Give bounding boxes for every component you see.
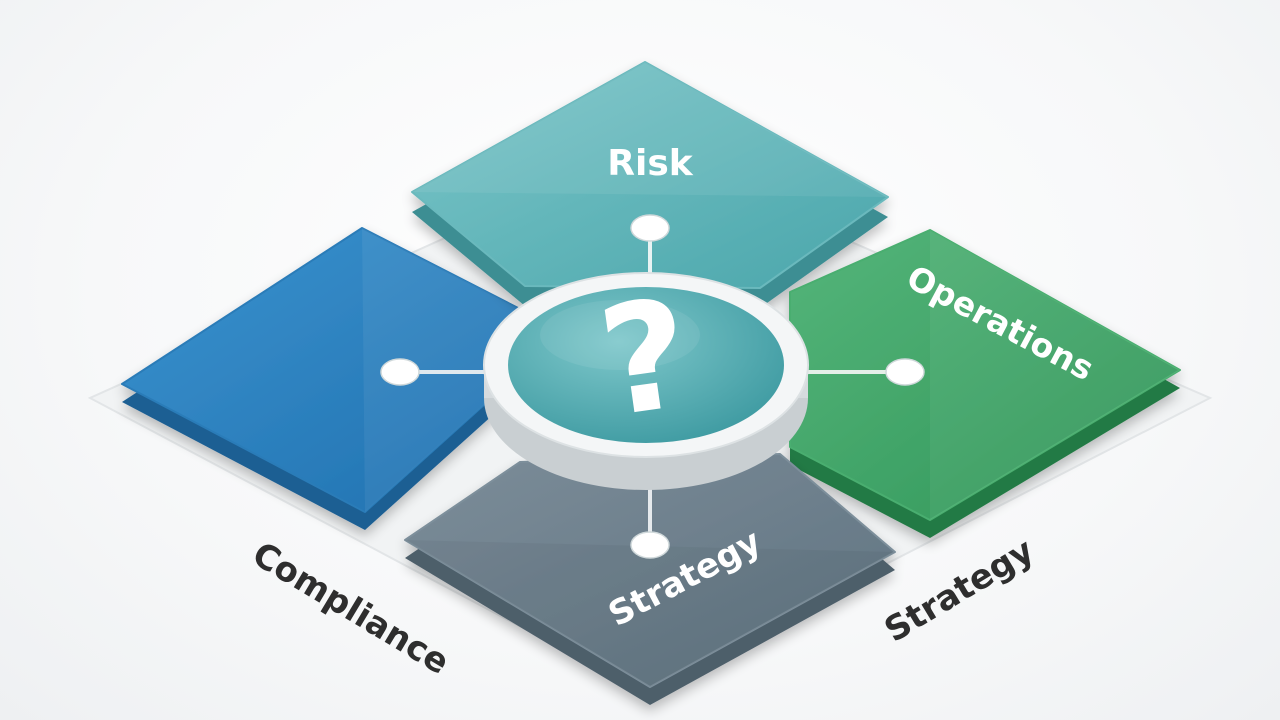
connector-node-top[interactable] [630,214,670,242]
tile-risk[interactable] [411,61,889,308]
connector-node-bottom[interactable] [630,531,670,559]
tile-strategy[interactable] [404,453,896,705]
connector-node-right[interactable] [885,358,925,386]
connector-node-left[interactable] [380,358,420,386]
tile-operations[interactable] [789,229,1181,538]
tile-label-risk: Risk [607,143,693,184]
central-hub[interactable]: ? [483,267,809,490]
